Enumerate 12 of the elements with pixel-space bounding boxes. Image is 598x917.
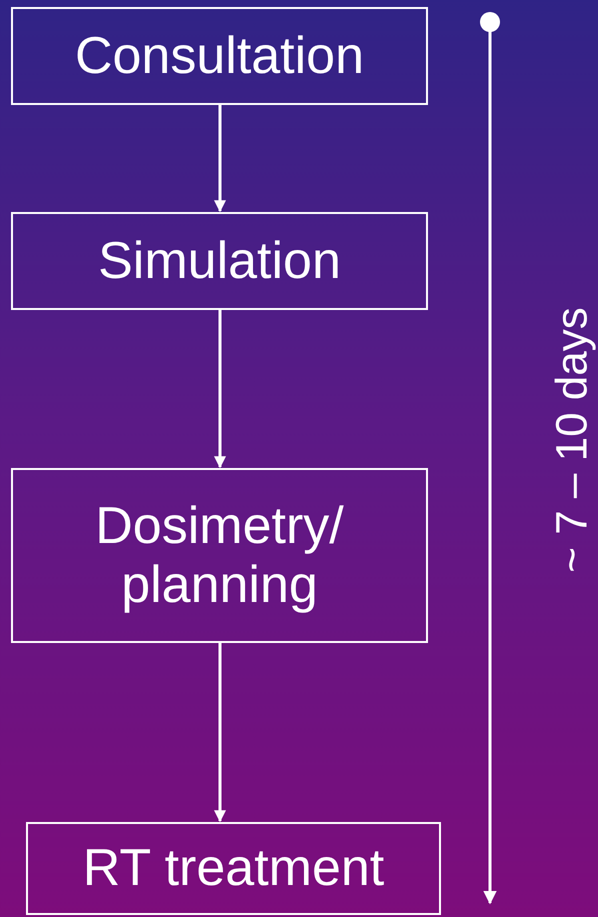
process-box — [11, 468, 428, 643]
step-label: RT treatment — [82, 839, 384, 898]
process-box — [11, 212, 428, 310]
process-box — [11, 7, 428, 105]
arrow — [214, 310, 226, 468]
duration-label: ~ 7 – 10 days — [547, 307, 598, 573]
process-box — [26, 822, 441, 915]
step-label: Consultation — [74, 26, 364, 86]
step-label: Dosimetry/ planning — [94, 497, 345, 614]
arrow — [214, 105, 226, 212]
arrow — [214, 643, 226, 822]
step-label: Simulation — [98, 232, 341, 290]
